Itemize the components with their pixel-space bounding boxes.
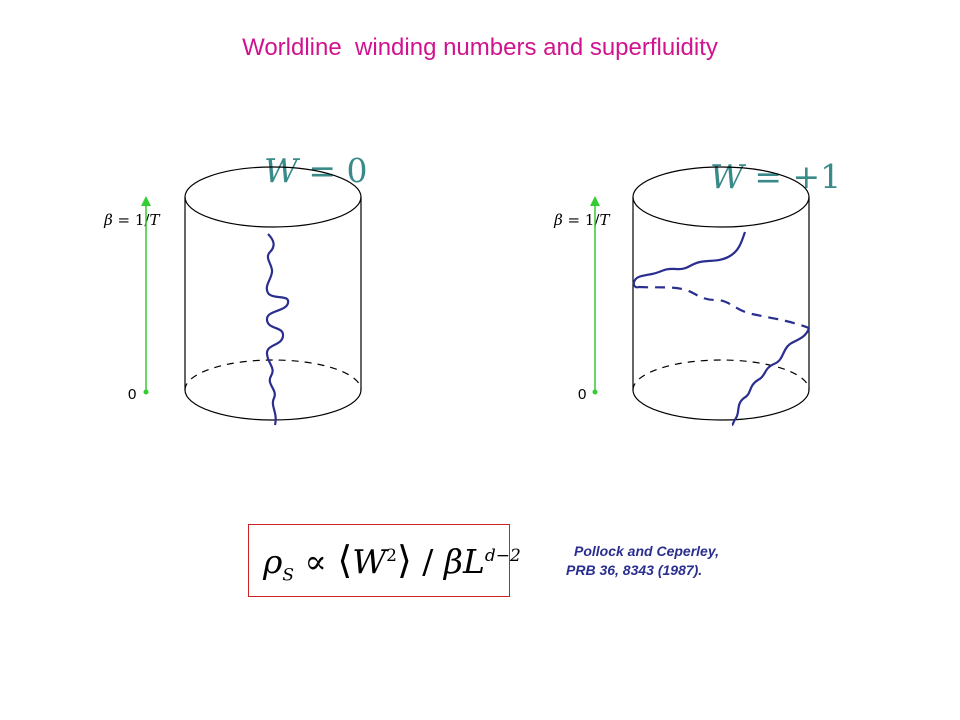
winding-label-w0: W = 0 xyxy=(222,112,368,229)
temperature-symbol: T xyxy=(599,211,610,229)
winding-value: 0 xyxy=(346,151,368,190)
cylinder-bottom-back xyxy=(632,359,810,391)
length-exponent: d−2 xyxy=(484,546,521,566)
winding-var: W xyxy=(263,151,298,190)
worldline-w0 xyxy=(265,233,290,426)
time-axis-1 xyxy=(141,196,151,395)
citation-line-1: Pollock and Ceperley, xyxy=(574,543,719,559)
rho-symbol: ρ xyxy=(263,542,283,581)
winding-exponent: 2 xyxy=(386,546,397,566)
cylinder-bottom-front xyxy=(632,389,810,421)
rho-subscript: S xyxy=(282,565,295,586)
time-axis-bottom-label-2: 0 xyxy=(578,386,587,403)
proportional-symbol: ∝ xyxy=(294,542,338,581)
worldline-w1-back-dashed xyxy=(637,285,810,330)
winding-var: W xyxy=(352,542,387,581)
time-axis-2 xyxy=(590,196,600,395)
right-angle-bracket: ⟩ xyxy=(396,538,412,582)
temperature-symbol: T xyxy=(149,211,160,229)
beta-symbol: β xyxy=(443,542,463,581)
winding-value: +1 xyxy=(792,157,842,196)
time-axis-arrowhead xyxy=(590,196,600,206)
time-axis-arrowhead xyxy=(141,196,151,206)
cylinder-top-ellipse xyxy=(632,166,810,228)
left-angle-bracket: ⟨ xyxy=(337,538,353,582)
cylinder-w1 xyxy=(632,166,810,421)
winding-label-w1: W = +1 xyxy=(668,118,841,235)
worldline-w1-lower-front xyxy=(731,327,811,427)
slide-title: Worldline winding numbers and superfluid… xyxy=(242,34,718,61)
beta-symbol: β xyxy=(104,211,113,229)
citation-line-2: PRB 36, 8343 (1987). xyxy=(566,562,703,578)
time-axis-origin-dot xyxy=(592,389,598,395)
time-axis-top-label-2: β = 1/T xyxy=(535,193,609,247)
beta-symbol: β xyxy=(554,211,563,229)
superfluid-density-formula: ρS ∝ ⟨W2⟩ / βLd−2 xyxy=(263,538,521,586)
division-slash: / xyxy=(411,542,444,581)
cylinder-top-ellipse xyxy=(184,166,362,228)
time-axis-bottom-label-1: 0 xyxy=(128,386,137,403)
cylinder-bottom-back xyxy=(184,359,362,391)
cylinder-bottom-front xyxy=(184,389,362,421)
winding-op: = xyxy=(743,157,793,196)
worldline-w1-upper-front xyxy=(632,231,747,289)
length-symbol: L xyxy=(462,542,485,581)
winding-var: W xyxy=(709,157,744,196)
formula-box xyxy=(248,524,510,597)
time-axis-origin-dot xyxy=(143,389,149,395)
cylinder-w0 xyxy=(184,166,362,421)
axis-label-mid: = 1/ xyxy=(562,211,600,229)
